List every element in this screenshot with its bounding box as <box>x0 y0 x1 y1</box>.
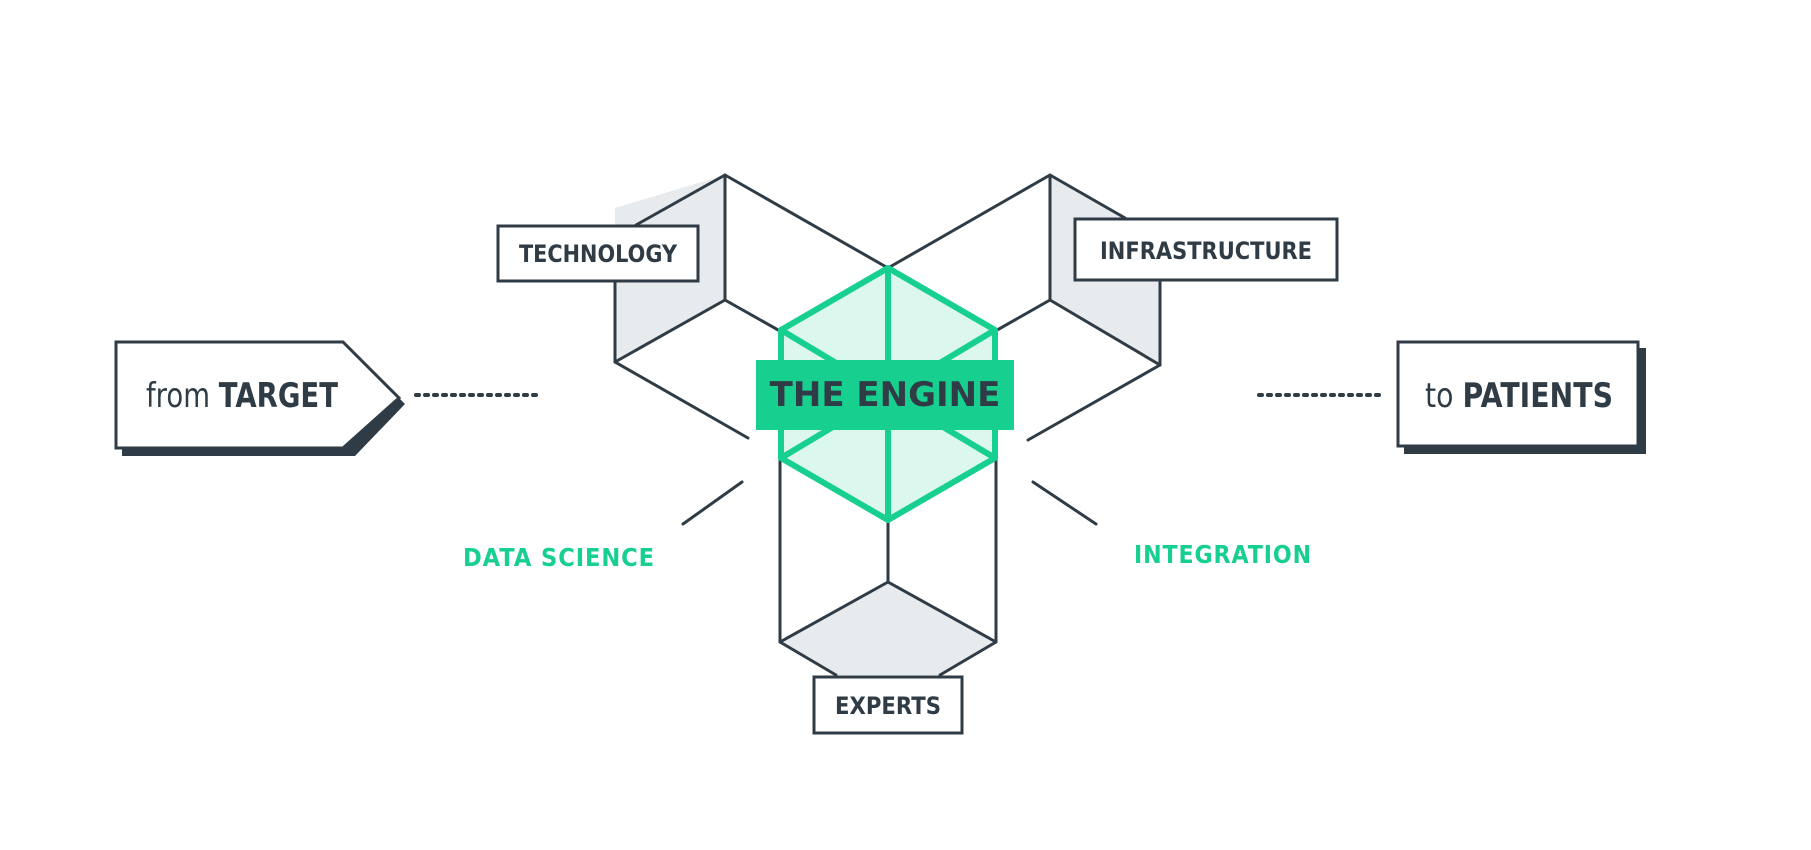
technology-label-box: TECHNOLOGY <box>496 224 700 283</box>
data-science-label: DATA SCIENCE <box>463 543 655 572</box>
experts-label: EXPERTS <box>835 692 941 720</box>
engine-label: THE ENGINE <box>770 375 1001 415</box>
target-box: to PATIENTS <box>1396 340 1646 454</box>
target-main: PATIENTS <box>1462 376 1613 416</box>
experts-pillar-shade <box>780 582 996 675</box>
source-main: TARGET <box>219 376 339 416</box>
infrastructure-label: INFRASTRUCTURE <box>1100 237 1312 265</box>
source-box: from TARGET <box>114 340 405 456</box>
infrastructure-label-box: INFRASTRUCTURE <box>1073 217 1339 282</box>
integration-connector <box>1031 480 1098 526</box>
target-label: to PATIENTS <box>1425 376 1613 416</box>
data-science-connector <box>681 480 744 526</box>
integration-label: INTEGRATION <box>1134 540 1312 569</box>
source-label: from TARGET <box>146 376 339 416</box>
engine-label-band <box>756 360 1014 430</box>
source-prefix: from <box>146 376 210 416</box>
technology-label: TECHNOLOGY <box>519 240 678 268</box>
experts-label-box: EXPERTS <box>812 675 964 735</box>
target-prefix: to <box>1425 376 1453 416</box>
